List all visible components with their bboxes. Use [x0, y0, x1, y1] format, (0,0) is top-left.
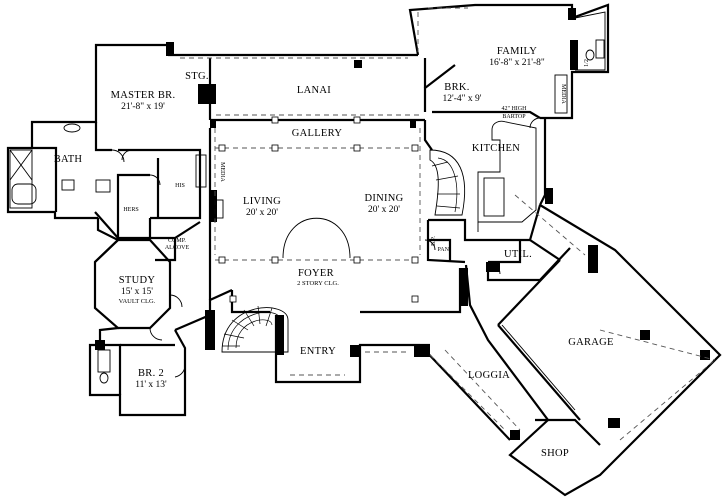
garage-label: GARAGE [568, 337, 614, 348]
stg-label: STG. [185, 71, 209, 82]
dashed-openings [180, 7, 716, 441]
fireplaces [195, 74, 568, 219]
bath-fixtures [9, 39, 605, 384]
family-dims: 16'-8" x 21'-8" [489, 58, 545, 68]
foyer-note: 2 STORY CLG. [297, 280, 339, 287]
foyer-label: FOYER [298, 268, 334, 279]
gallery-label: GALLERY [292, 128, 343, 139]
wall-posts [95, 8, 710, 440]
brk-dims: 12'-4" x 9' [443, 94, 482, 104]
half-bath-label: 1/2 [584, 59, 590, 67]
media-living-label: MEDIA [219, 162, 225, 182]
master-br-label: MASTER BR. [111, 90, 176, 101]
brk-label: BRK. [444, 82, 469, 93]
room-labels: MASTER BR. 21'-8" x 19' STG. LANAI BRK. … [54, 46, 614, 459]
bp-label: B.P. [431, 236, 437, 246]
pan-label: PAN. [438, 247, 451, 253]
living-label: LIVING [243, 196, 281, 207]
br2-dims: 11' x 13' [135, 380, 167, 390]
bath-label: BATH [54, 154, 83, 165]
kitchen-island [477, 120, 537, 232]
columns [218, 116, 419, 303]
dining-dims: 20' x 20' [368, 205, 400, 215]
media-family-label: MEDIA [560, 84, 566, 104]
kitchen-label: KITCHEN [472, 143, 520, 154]
dining-label: DINING [364, 193, 403, 204]
util-label: UTIL. [504, 249, 532, 260]
living-dims: 20' x 20' [246, 208, 278, 218]
foyer-arch [282, 217, 351, 259]
family-label: FAMILY [497, 46, 537, 57]
study-dims: 15' x 15' [121, 287, 153, 297]
shop-label: SHOP [541, 448, 569, 459]
master-br-dims: 21'-8" x 19' [121, 102, 165, 112]
his-label: HIS [175, 183, 185, 189]
lanai-label: LANAI [297, 85, 331, 96]
loggia-label: LOGGIA [468, 370, 510, 381]
entry-label: ENTRY [300, 346, 336, 357]
spiral-stair-kitchen [429, 149, 466, 216]
br2-label: BR. 2 [138, 368, 164, 379]
hers-label: HERS [123, 207, 138, 213]
spiral-stair-foyer [221, 305, 289, 353]
bartop-line1: 42" HIGH [502, 106, 528, 112]
study-label: STUDY [119, 275, 156, 286]
door-swings [111, 117, 541, 378]
comp-alcove-line2: ALCOVE [165, 245, 190, 251]
bartop-line2: BARTOP [502, 114, 526, 120]
comp-alcove-line1: COMP. [168, 238, 186, 244]
study-note: VAULT CLG. [119, 298, 156, 305]
